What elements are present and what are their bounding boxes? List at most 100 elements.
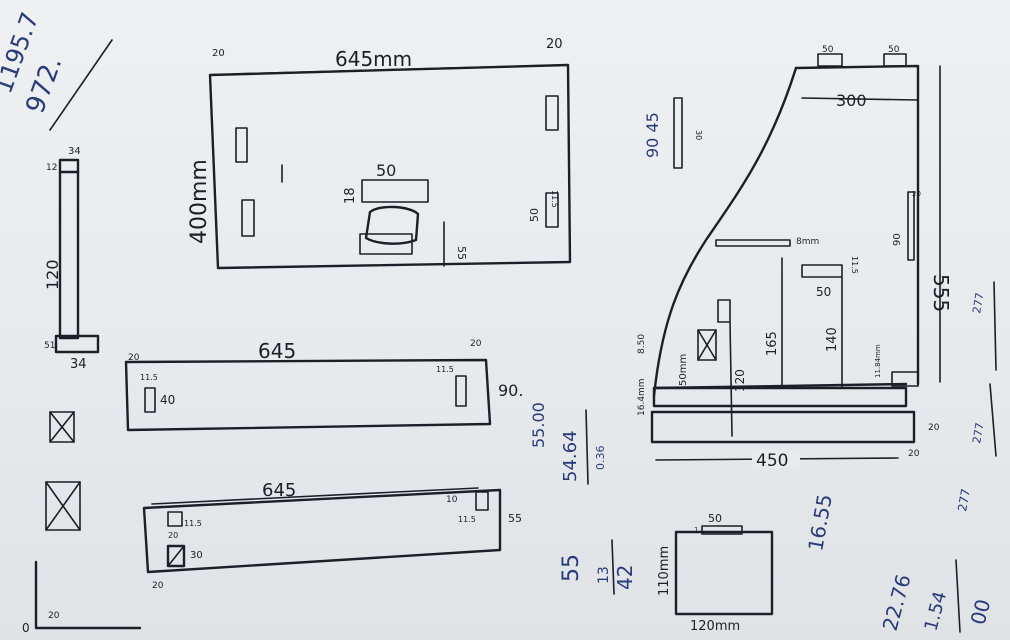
calc-9: 1.54	[921, 589, 952, 633]
post-bottom-dim: 34	[70, 357, 87, 372]
small-bar	[673, 97, 683, 169]
strip-2-dim	[151, 487, 479, 505]
strip-2-left-a: 11.5	[184, 519, 202, 528]
calc-5: 13	[596, 566, 612, 584]
strip-1-small-l: 11.5	[140, 373, 158, 382]
top-panel-right-small: 11.5	[550, 190, 559, 208]
strip-2-left-bottom: 20	[152, 581, 164, 591]
cross-box-1	[49, 411, 75, 443]
axis-zero: 0	[22, 621, 30, 635]
width-dim-line	[231, 64, 561, 75]
side-300: 300	[836, 91, 867, 110]
cross-line	[697, 329, 717, 361]
arrow-line	[989, 383, 997, 457]
strip-1-slot-left	[144, 387, 156, 413]
side-base-upper	[652, 386, 908, 408]
side-bar-label: 8mm	[796, 237, 819, 247]
side-50-block	[801, 264, 843, 278]
side-top-right	[794, 64, 920, 386]
tab-a	[817, 53, 843, 67]
calc-7: 16.55	[803, 492, 837, 553]
side-note-3: 277	[955, 488, 973, 513]
box-top: 50	[708, 512, 722, 525]
side-16: 16.4mm	[637, 378, 647, 416]
strip-2-hatched-slot	[166, 544, 186, 568]
box-outline	[674, 530, 774, 616]
slot-left-bottom	[241, 199, 255, 237]
post-bottom-left: 51	[44, 341, 55, 351]
strip-2-notch-left	[167, 511, 183, 527]
side-20: 20	[912, 190, 921, 198]
post-left-small: 12	[46, 163, 57, 173]
calc-4: 55	[559, 554, 584, 582]
box-width: 120mm	[690, 619, 740, 634]
strip-2: 645 10 11.5 55 11.5 20 30 20	[142, 480, 522, 591]
cross-box-2	[45, 481, 81, 531]
side-50mm: 50mm	[678, 354, 689, 386]
side-note-1: 277	[970, 292, 986, 315]
tab-b-dim: 50	[888, 45, 900, 55]
strip-1-left-gap: 20	[128, 353, 140, 363]
arrow-line	[993, 281, 997, 371]
center-slot-width: 50	[376, 161, 396, 180]
top-panel-height: 400mm	[187, 159, 212, 244]
strip-1-slot-h: 40	[160, 393, 175, 407]
mid-90: 90.	[498, 381, 523, 400]
side-1184: 11.84mm	[874, 344, 882, 378]
strip-1-small-r: 11.5	[436, 365, 454, 374]
calculations: 55.00 54.64 0.36 55 13 42 90 45 30	[529, 97, 703, 595]
post-body	[58, 158, 80, 340]
calc-bar-1	[585, 409, 589, 485]
cross-boxes	[45, 411, 81, 531]
calc-bar-3	[955, 559, 961, 633]
left-post: 34 12 120 51 34	[43, 146, 100, 372]
strip-1-dim	[149, 359, 477, 363]
side-base-lower	[650, 410, 916, 444]
side-cross-box	[697, 329, 717, 361]
slot-left-top	[235, 127, 248, 163]
post-foot	[54, 334, 100, 354]
slot-right-bottom	[545, 192, 559, 228]
calc-2: 54.64	[560, 430, 581, 482]
side-140: 140	[825, 327, 840, 352]
dim-300-line	[801, 97, 919, 101]
center-scribble	[364, 205, 420, 245]
center-lower-slot	[359, 233, 413, 255]
right-side-notes: 277 277 277	[955, 281, 997, 513]
center-slot	[361, 179, 429, 203]
bottom-box: 50 1 110mm 120mm	[657, 512, 774, 634]
side-90-slot	[907, 191, 915, 261]
axis-lines	[34, 560, 142, 630]
bottom-right-calcs: 16.55 22.76 1.54 00	[803, 492, 995, 633]
side-base-r1: 20	[908, 449, 920, 459]
strip-1-length: 645	[258, 339, 296, 363]
calc-1: 55.00	[529, 402, 548, 448]
scribble-small: 30	[694, 130, 703, 140]
side-small-block	[717, 299, 731, 323]
cross-line	[45, 481, 81, 531]
side-50: 50	[816, 285, 831, 299]
box-tab	[701, 525, 743, 535]
side-555: 555	[929, 274, 953, 312]
side-base: 450	[756, 451, 788, 471]
strip-1-right-gap: 20	[470, 339, 482, 349]
calc-bar-2	[611, 539, 615, 595]
strip-2-right-a: 10	[446, 495, 458, 505]
strip-2-slot-dim: 30	[190, 550, 203, 561]
dim-120-line	[729, 321, 733, 437]
axis-twenty: 20	[48, 611, 60, 621]
strip-1: 645 20 20 40 11.5 11.5 90.	[124, 339, 523, 432]
side-90: 90	[892, 233, 903, 246]
side-view: 50 50 300 555 8mm 50 11.5 90 20 165 140 …	[637, 45, 953, 471]
top-panel: 645mm 20 20 400mm 11.5 50 50 18 55	[187, 37, 572, 270]
tab-a-dim: 50	[822, 45, 834, 55]
scribble-top-mid: 90 45	[643, 112, 662, 158]
tab-b	[883, 53, 907, 67]
side-step	[891, 371, 919, 387]
strip-2-notch	[475, 491, 489, 511]
calc-8: 22.76	[878, 572, 916, 634]
slot-right-top	[545, 95, 559, 131]
strip-2-outline	[142, 488, 502, 574]
